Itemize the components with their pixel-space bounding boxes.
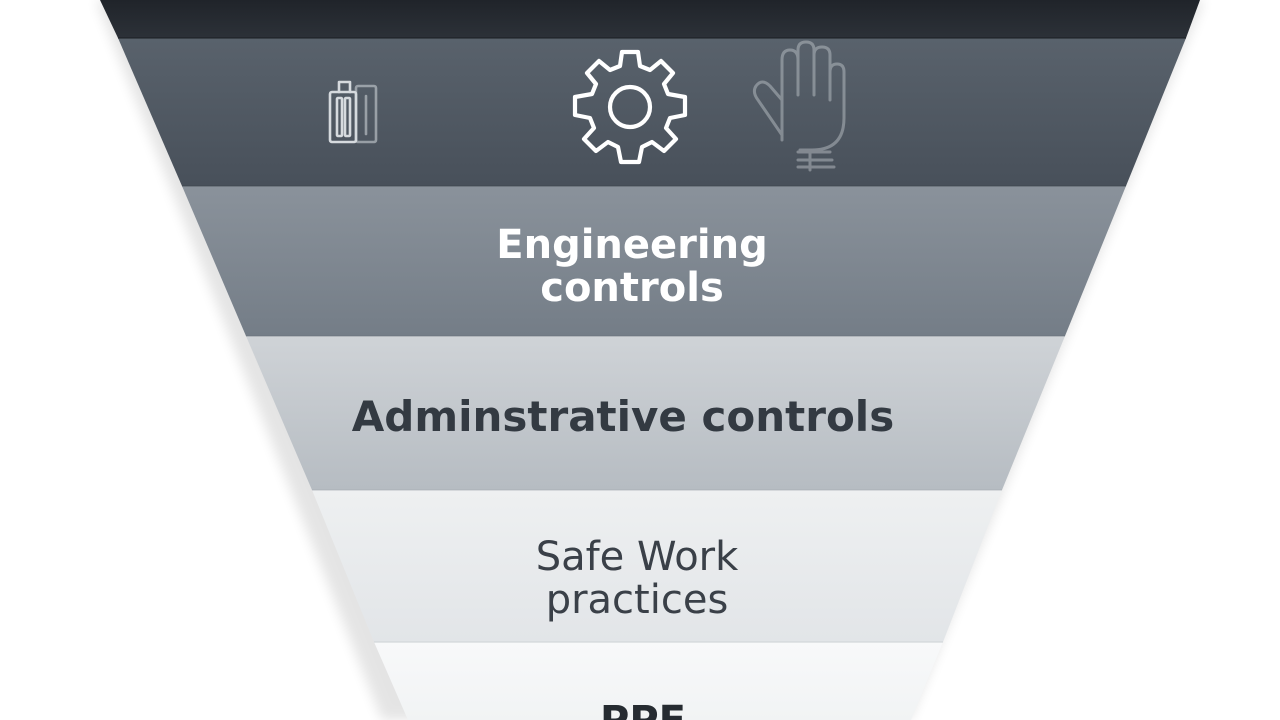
tier-label-safe-work: Safe Work practices xyxy=(0,534,1277,624)
tier-ppe xyxy=(374,642,943,720)
tier-label-engineering-line-2: controls xyxy=(540,265,724,312)
tier-label-engineering-line-1: Engineering xyxy=(496,222,768,268)
tier-engineering xyxy=(182,186,1126,336)
tier-label-safe-work-line-1: Safe Work xyxy=(535,534,739,580)
gear-icon xyxy=(572,49,688,165)
tier-safe-work xyxy=(312,490,1002,642)
tier-label-administrative: Adminstrative controls xyxy=(0,392,1263,441)
tier-label-engineering: Engineering controls xyxy=(0,222,1272,312)
tier-label-ppe: PPE xyxy=(3,699,1280,720)
tier-icons xyxy=(118,38,1186,186)
door-icon xyxy=(328,80,378,144)
tier-label-safe-work-line-2: practices xyxy=(545,577,729,624)
tier-label-ppe-text: PPE xyxy=(3,699,1280,720)
tier-administrative xyxy=(246,336,1065,490)
tier-label-administrative-text: Adminstrative controls xyxy=(351,392,895,441)
tier-top xyxy=(100,0,1200,38)
glove-icon xyxy=(752,40,846,172)
